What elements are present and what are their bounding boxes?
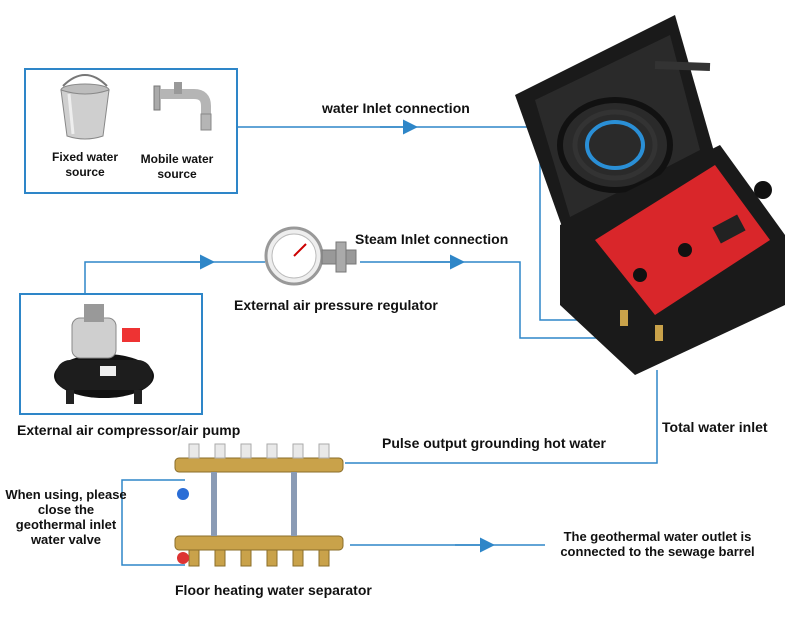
pulse-output-line: [345, 370, 658, 464]
air-compressor-icon: [54, 304, 154, 404]
when-using-note: When using, please close the geothermal …: [5, 487, 127, 547]
external-air-compressor-label: External air compressor/air pump: [17, 422, 241, 438]
fixed-water-source-label: Fixed water source: [51, 150, 119, 179]
valve-bracket-line: [121, 479, 185, 566]
manifold-icon: [174, 443, 344, 567]
bucket-icon: [60, 74, 110, 140]
geothermal-outlet-note: The geothermal water outlet is connected…: [560, 529, 755, 559]
pressure-gauge-icon: [264, 226, 357, 286]
steam-inlet-connection-label: Steam Inlet connection: [355, 231, 509, 247]
mobile-water-source-label: Mobile water source: [140, 152, 214, 181]
water-source-box: [24, 68, 238, 194]
water-inlet-connection-label: water Inlet connection: [322, 100, 470, 116]
floor-heating-separator-label: Floor heating water separator: [175, 582, 372, 598]
faucet-icon: [153, 82, 212, 131]
external-air-pressure-regulator-label: External air pressure regulator: [234, 297, 438, 313]
air-line: [84, 261, 265, 293]
total-water-inlet-label: Total water inlet: [662, 419, 768, 435]
steam-cleaner-machine: [515, 15, 785, 375]
pulse-output-label: Pulse output grounding hot water: [382, 435, 606, 451]
